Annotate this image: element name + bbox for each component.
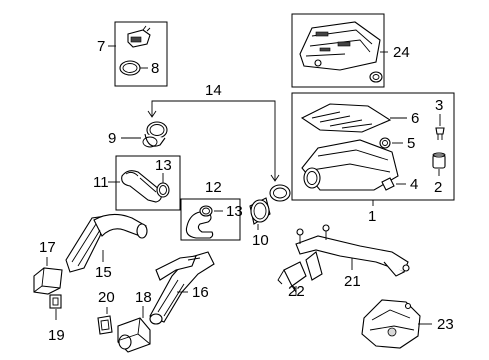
callout-13a: 13 — [155, 157, 172, 174]
callout-19: 19 — [48, 327, 65, 344]
callout-15: 15 — [95, 264, 112, 281]
callout-4: 4 — [410, 176, 418, 193]
seal-19 — [49, 294, 62, 309]
grommet-24 — [369, 71, 383, 83]
callout-2: 2 — [434, 179, 442, 196]
callout-20: 20 — [98, 289, 115, 306]
o-ring-seal — [119, 60, 141, 76]
grommet-5 — [379, 137, 391, 149]
callout-24: 24 — [393, 44, 410, 61]
callout-13b: 13 — [226, 203, 243, 220]
arrow-14-right — [270, 174, 280, 182]
arrow-14-left — [147, 110, 157, 118]
engine-cover-box-24 — [291, 13, 385, 88]
bushing-2 — [432, 152, 446, 169]
clip-4 — [381, 177, 395, 191]
callout-11: 11 — [93, 174, 109, 191]
callout-21: 21 — [344, 273, 361, 290]
mass-air-flow-sensor — [127, 25, 151, 48]
intake-hose-clamp-9 — [142, 121, 168, 148]
duct-group-box-11 — [115, 155, 181, 211]
air-cleaner-housing-1 — [301, 139, 399, 191]
intake-sleeve-10 — [249, 197, 271, 225]
callout-10: 10 — [252, 232, 269, 249]
callout-16: 16 — [192, 284, 209, 301]
engine-cover-24 — [299, 21, 381, 71]
sensor-group-box — [114, 21, 168, 87]
callout-9: 9 — [108, 130, 116, 147]
filter-element-6 — [300, 103, 392, 133]
heat-shield-23 — [361, 299, 421, 349]
bracket-22 — [277, 261, 307, 293]
duct-inlet-18 — [117, 317, 151, 353]
callout-14: 14 — [205, 82, 222, 99]
callout-17: 17 — [39, 239, 56, 256]
callout-18: 18 — [135, 289, 152, 306]
callout-3: 3 — [435, 97, 443, 114]
duct-adapter-17 — [33, 267, 63, 295]
callout-23: 23 — [437, 316, 454, 333]
callout-22: 22 — [288, 283, 305, 300]
callout-8: 8 — [151, 60, 159, 77]
leader-14 — [151, 100, 276, 180]
callout-7: 7 — [97, 38, 105, 55]
hose-clamp-13a — [156, 182, 170, 198]
mounting-bracket-21 — [295, 224, 410, 281]
callout-1: 1 — [368, 208, 376, 225]
callout-5: 5 — [407, 135, 415, 152]
bolt-3 — [435, 127, 445, 140]
air-duct-15 — [65, 213, 148, 273]
hose-clamp-13b — [199, 205, 213, 217]
air-duct-11 — [121, 170, 162, 203]
tube-group-box-12 — [180, 198, 241, 241]
air-duct-16 — [149, 251, 215, 325]
seal-20 — [97, 315, 113, 335]
callout-6: 6 — [411, 110, 419, 127]
callout-12: 12 — [205, 179, 222, 196]
ring-clamp-14 — [269, 184, 291, 202]
